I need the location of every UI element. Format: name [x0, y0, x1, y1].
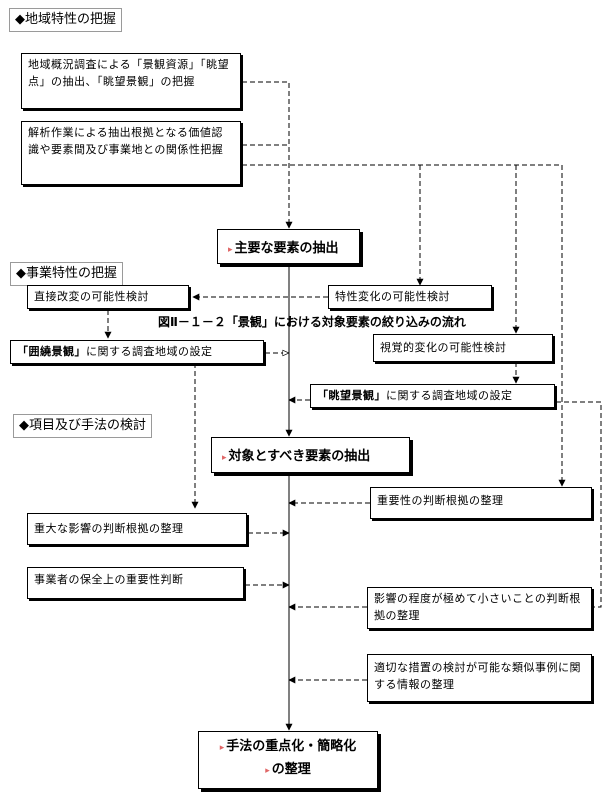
main-elements-label: 主要な要素の抽出 — [234, 241, 339, 256]
property-change-box: 特性変化の可能性検討 — [328, 285, 492, 309]
surround-landscape-term: 「囲繞景観」 — [17, 345, 86, 358]
direct-change-box: 直接改変の可能性検討 — [27, 285, 189, 309]
section-header-method: ◆項目及び手法の検討 — [13, 414, 152, 438]
final-result-line1: 手法の重点化・簡略化 — [226, 739, 357, 754]
major-impact-box: 重大な影響の判断根拠の整理 — [27, 513, 247, 545]
marker-icon: ▸ — [219, 743, 225, 753]
target-elements-box: ▸対象とすべき要素の抽出 — [211, 437, 410, 473]
section-header-region: ◆地域特性の把握 — [9, 8, 122, 32]
visual-change-box: 視覚的変化の可能性検討 — [373, 334, 553, 362]
importance-box: 重要性の判断根拠の整理 — [370, 487, 592, 519]
view-landscape-rest: に関する調査地域の設定 — [386, 389, 513, 402]
operator-importance-box: 事業者の保全上の重要性判断 — [27, 567, 244, 599]
surround-landscape-box: 「囲繞景観」に関する調査地域の設定 — [10, 340, 264, 364]
target-elements-label: 対象とすべき要素の抽出 — [228, 449, 371, 464]
figure-caption: 図Ⅱ－１－２「景観」における対象要素の絞り込みの流れ — [158, 315, 466, 329]
marker-icon: ▸ — [228, 245, 233, 255]
analysis-box: 解析作業による抽出根拠となる価値認識や要素間及び事業地との関係性把握 — [21, 121, 241, 185]
final-result-box: ▸手法の重点化・簡略化 ▸の整理 — [198, 731, 378, 789]
section-header-business: ◆事業特性の把握 — [10, 262, 123, 286]
similar-cases-box: 適切な措置の検討が可能な類似事例に関する情報の整理 — [367, 654, 592, 702]
regional-survey-box: 地域概況調査による「景観資源」「眺望点」の抽出、「眺望景観」の把握 — [21, 53, 241, 109]
view-landscape-term: 「眺望景観」 — [317, 389, 386, 402]
minor-impact-box: 影響の程度が極めて小さいことの判断根拠の整理 — [367, 587, 592, 629]
final-result-line2: の整理 — [271, 762, 311, 777]
view-landscape-box: 「眺望景観」に関する調査地域の設定 — [310, 384, 555, 408]
marker-icon: ▸ — [265, 766, 270, 776]
marker-icon: ▸ — [222, 453, 227, 463]
main-elements-box: ▸主要な要素の抽出 — [217, 229, 360, 264]
surround-landscape-rest: に関する調査地域の設定 — [86, 345, 213, 358]
